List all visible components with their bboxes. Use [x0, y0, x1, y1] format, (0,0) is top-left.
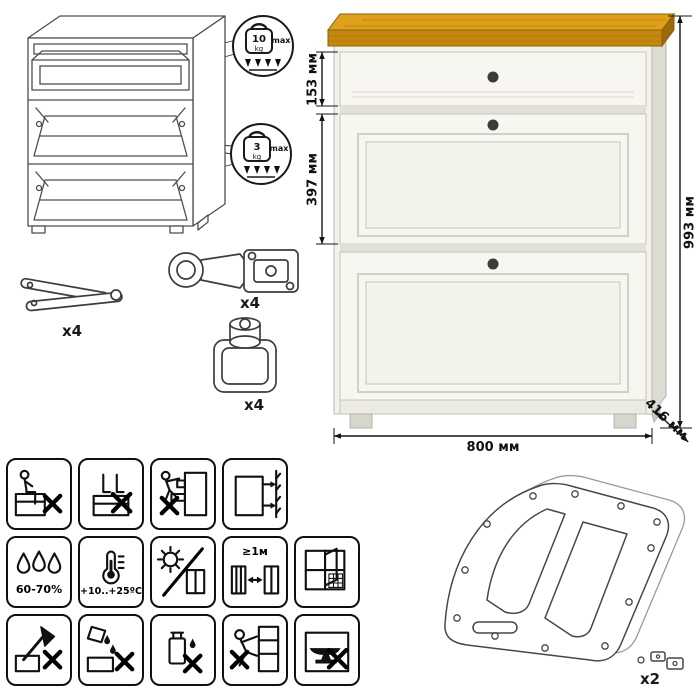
- heat-source-distance-icon: [230, 565, 280, 595]
- warning-do-not-stand: [78, 458, 144, 530]
- no-heavy-loads-icon: [304, 631, 350, 673]
- warning-temperature: +10..+25ºC: [78, 536, 144, 608]
- dimension-arrows: [316, 15, 692, 444]
- humidity-icon: [16, 550, 62, 574]
- do-not-stand-icon: [92, 473, 133, 517]
- temperature-range-label: +10..+25ºC: [80, 585, 142, 597]
- cabinet-plinth: [339, 399, 647, 415]
- warning-do-not-sit: [6, 458, 72, 530]
- adjustable-foot-drawing: [213, 317, 277, 393]
- no-sharp-impact-icon: [14, 626, 63, 673]
- warning-pictogram-grid: 60-70% +10..+25ºC: [6, 458, 360, 686]
- heat-distance-label: ≥1м: [242, 544, 268, 558]
- gap-shadow: [340, 106, 646, 114]
- hinge-drawing: [168, 249, 299, 293]
- frame-bracket-parts: [637, 651, 684, 670]
- warning-anchor-to-wall: [222, 458, 288, 530]
- hinge-qty-label: x4: [240, 294, 261, 312]
- front-frame-plate: [444, 482, 670, 662]
- humidity-range-label: 60-70%: [15, 582, 63, 596]
- stay-arm-drawing: [20, 277, 123, 312]
- warning-humidity: 60-70%: [6, 536, 72, 608]
- drawer-knob: [487, 71, 499, 83]
- flap2-knob: [487, 258, 499, 270]
- stay-qty-label: x4: [62, 322, 83, 340]
- drawer-load-note: max: [272, 36, 292, 45]
- load-limit-callout-flap: 3 kg max: [230, 123, 292, 185]
- load-limit-callout-drawer: 10 kg max: [232, 15, 294, 77]
- load-distribution-arrows: [244, 166, 280, 174]
- ventilation-window-icon: [304, 547, 346, 591]
- warning-do-not-climb: [150, 458, 216, 530]
- warning-row-1: [6, 458, 360, 530]
- warning-no-sunlight: [150, 536, 216, 608]
- warning-row-3: [6, 614, 360, 686]
- warning-heat-distance: ≥1м: [222, 536, 288, 608]
- warning-no-climbing-children: [222, 614, 288, 686]
- dimension-width-label: 800 мм: [466, 440, 520, 455]
- warning-row-2: 60-70% +10..+25ºC: [6, 536, 360, 608]
- foot-qty-label: x4: [244, 396, 265, 414]
- hardware-drawings: [20, 249, 299, 393]
- do-not-sit-icon: [14, 469, 63, 517]
- no-climbing-children-icon: [229, 625, 280, 673]
- cabinet-drawer-front: [339, 51, 647, 107]
- wireframe-cabinet: [27, 15, 226, 234]
- warning-no-sharp-impact: [6, 614, 72, 686]
- no-solvents-icon: [168, 631, 203, 674]
- do-not-climb-drawers-icon: [159, 470, 208, 517]
- drawer-load-unit: kg: [255, 45, 264, 53]
- flap-load-unit: kg: [253, 153, 262, 161]
- warning-no-solvents: [150, 614, 216, 686]
- warning-ventilation: [294, 536, 360, 608]
- cabinet-product-image: [316, 12, 692, 444]
- no-spilled-liquids-icon: [86, 625, 135, 673]
- flap-load-value: 3: [254, 142, 261, 153]
- cabinet-flap-2: [339, 251, 647, 401]
- flap1-knob: [487, 119, 499, 131]
- flap-load-note: max: [270, 144, 290, 153]
- drawer-load-value: 10: [252, 34, 266, 45]
- cabinet-wood-top: [327, 12, 675, 48]
- flap-frame-drawing: [444, 474, 686, 670]
- cabinet-flap-1: [339, 113, 647, 245]
- frame-qty-label: x2: [640, 670, 661, 688]
- temperature-icon: [102, 550, 125, 584]
- anchor-to-wall-icon: [234, 469, 282, 519]
- dimension-total-height-label: 993 мм: [682, 196, 698, 249]
- dimension-drawer-height-label: 153 мм: [305, 53, 321, 106]
- no-direct-sunlight-icon: [156, 545, 206, 597]
- dimension-flap-height-label: 397 мм: [305, 153, 321, 206]
- warning-no-heavy-loads: [294, 614, 360, 686]
- warning-no-liquids: [78, 614, 144, 686]
- load-distribution-arrows: [245, 59, 281, 67]
- gap-shadow: [340, 244, 646, 252]
- cabinet-wireframe-drawing: 10 kg max 3 kg max: [27, 15, 294, 234]
- cabinet-feet: [349, 402, 661, 429]
